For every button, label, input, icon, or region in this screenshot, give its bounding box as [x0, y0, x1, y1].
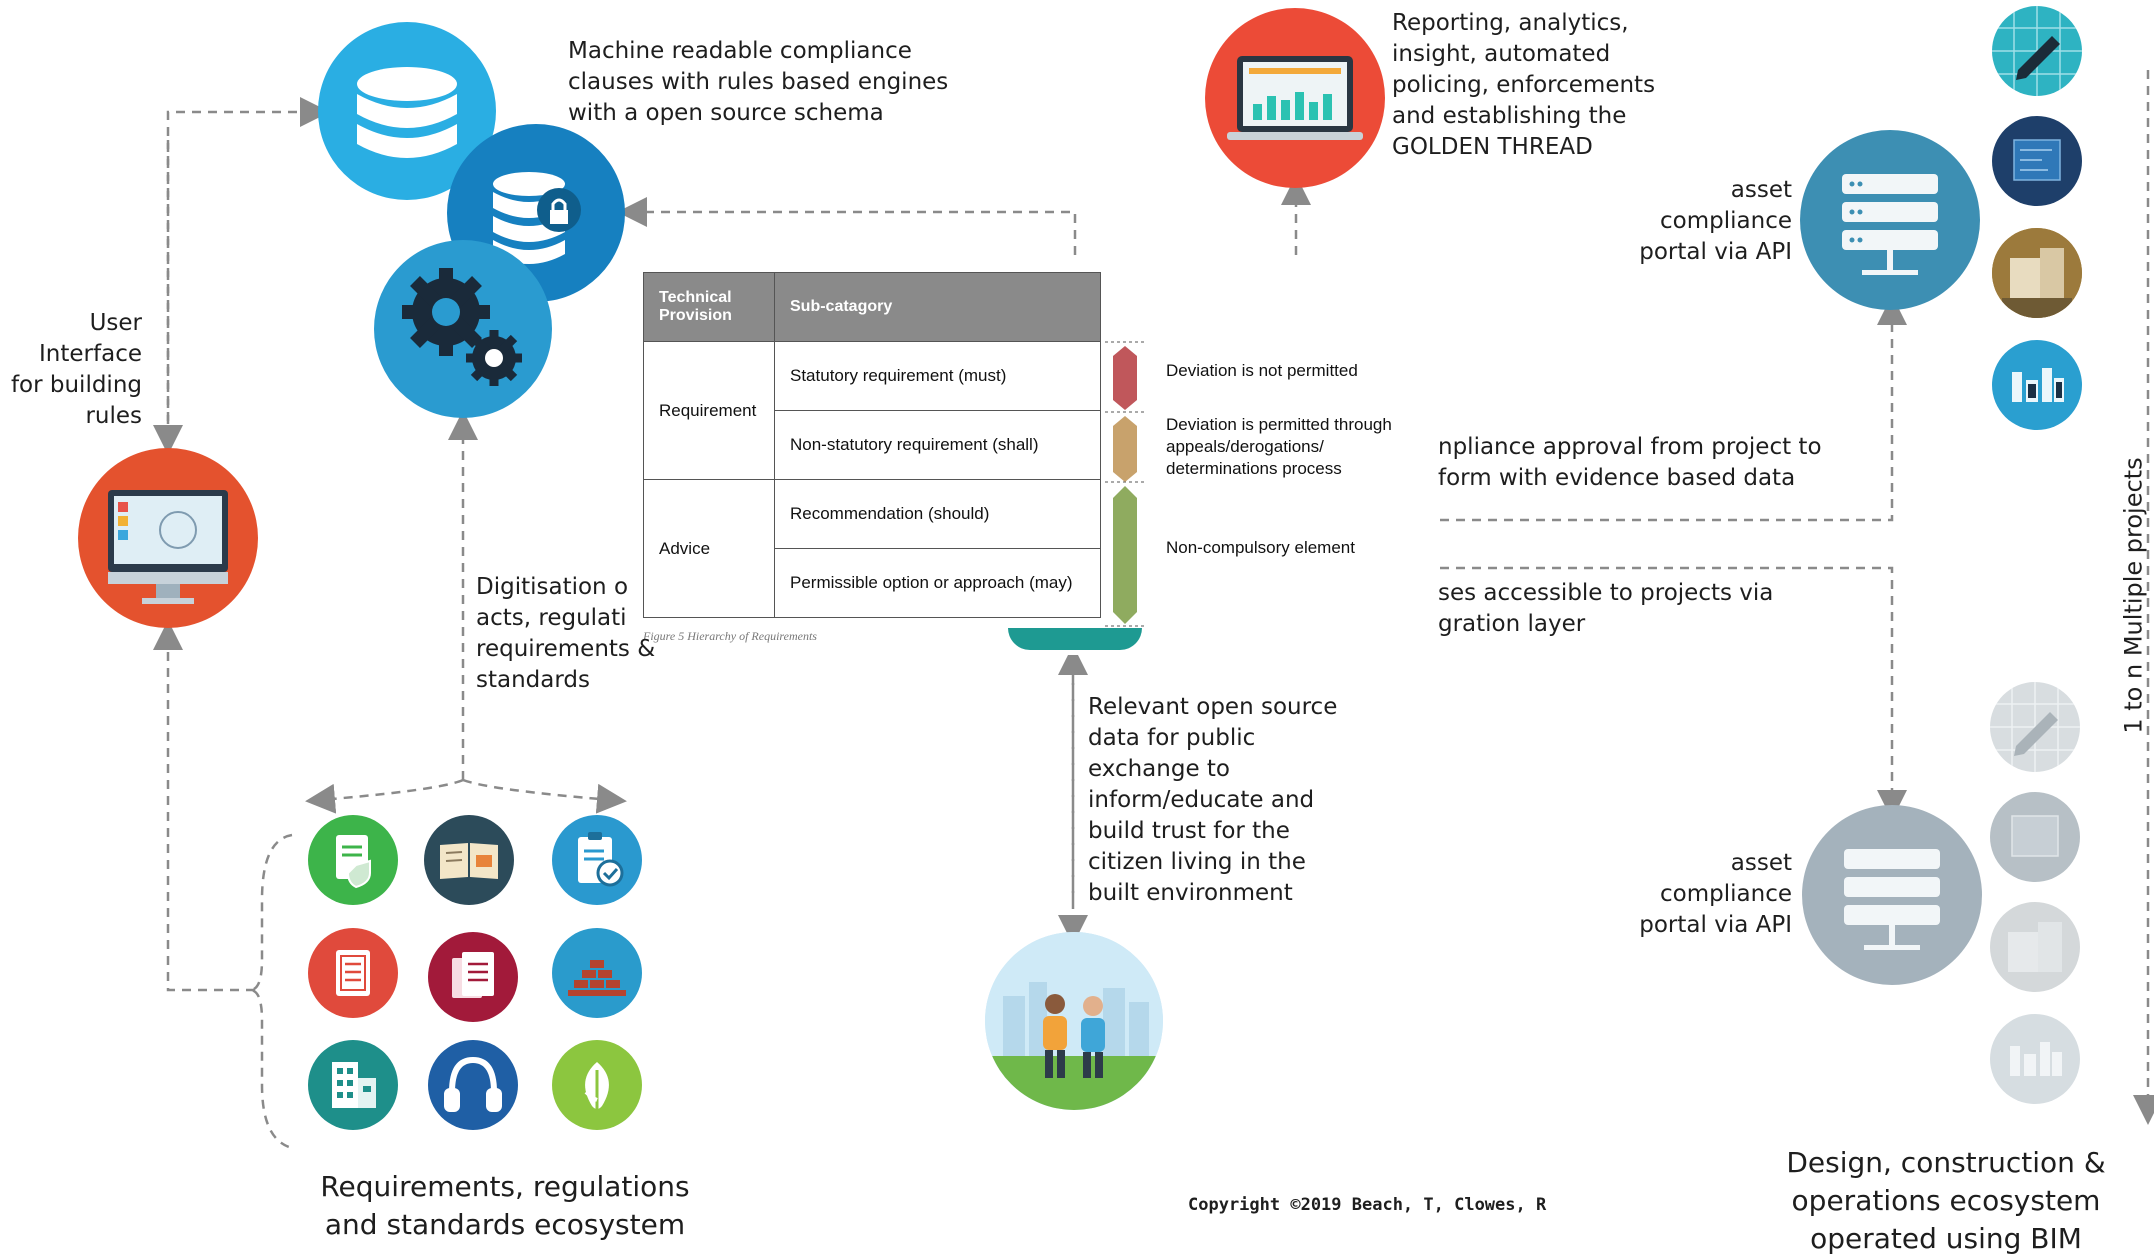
open-book-icon-circle	[424, 815, 514, 905]
header-technical-provision: Technical Provision	[643, 272, 775, 342]
table-row: Requirement Statutory requirement (must)	[643, 341, 1101, 480]
header-sub-category: Sub-catagory	[774, 272, 1101, 342]
requirements-hierarchy-table: Technical Provision Sub-catagory Require…	[643, 272, 1101, 618]
legend-not-permitted: Deviation is not permitted	[1166, 361, 1358, 380]
user-interface-text: User Interface for building rules	[10, 310, 142, 429]
monitor-circle	[78, 448, 258, 628]
document-shield-icon-circle	[308, 815, 398, 905]
city-circle	[1992, 340, 2082, 430]
legend-markers	[1105, 341, 1145, 627]
laptop-dashboard-icon	[1227, 56, 1363, 140]
people-icon	[985, 932, 1163, 1110]
clipboard-check-icon-circle	[552, 815, 642, 905]
pencil-grid-icon	[1990, 682, 2080, 772]
gears-circle	[374, 240, 552, 418]
ear-protection-icon-circle	[428, 1040, 518, 1130]
ear-protection-icon	[444, 1056, 502, 1112]
pencil-grid-icon	[1992, 6, 2082, 96]
table-header-row: Technical Provision Sub-catagory	[643, 272, 1101, 342]
approval-text: npliance approval from project to form w…	[1438, 434, 1822, 491]
faded-city-circle	[1990, 1014, 2080, 1104]
document-list-icon-circle	[308, 928, 398, 1018]
table-row: Non-statutory requirement (shall)	[644, 410, 1101, 480]
open-source-text: Relevant open source data for public exc…	[1088, 694, 1338, 906]
gears-icon	[402, 268, 522, 386]
row-statutory: Statutory requirement (must)	[774, 341, 1101, 411]
connector-approval	[1440, 295, 1907, 522]
city-icon	[2012, 368, 2064, 402]
people-circle	[985, 932, 1163, 1110]
open-book-icon	[440, 843, 498, 879]
table-row: Advice Recommendation (should)	[643, 479, 1101, 618]
table-caption: Figure 5 Hierarchy of Requirements	[643, 629, 817, 643]
bricks-icon-circle	[552, 928, 642, 1018]
row-recommendation: Recommendation (should)	[774, 479, 1101, 549]
ecosystem-left-text: Requirements, regulations and standards …	[320, 1170, 690, 1241]
monitor-icon	[108, 490, 228, 604]
building-icon	[332, 1062, 376, 1108]
blueprint-icon	[2011, 815, 2059, 857]
machine-readable-text: Machine readable compliance clauses with…	[568, 38, 949, 126]
legend-green-marker	[1113, 486, 1137, 624]
clipboard-check-icon	[578, 832, 624, 887]
connector-accessible	[1440, 566, 1907, 820]
reporting-text: Reporting, analytics, insight, automated…	[1392, 10, 1656, 160]
ecosystem-right-text: Design, construction & operations ecosys…	[1786, 1146, 2106, 1255]
asset-portal-bottom-text: asset compliance portal via API	[1639, 850, 1792, 938]
accessible-text: ses accessible to projects via gration l…	[1438, 580, 1774, 637]
group-advice: Advice	[643, 479, 775, 618]
document-list-icon	[336, 950, 370, 996]
reporting-circle	[1205, 8, 1385, 188]
copyright-text: Copyright ©2019 Beach, T, Clowes, R	[1188, 1195, 1547, 1215]
server-circle-top	[1800, 130, 1980, 310]
connector-split-left	[305, 778, 464, 814]
connector-ui-to-database	[166, 97, 330, 440]
legend-non-compulsory: Non-compulsory element	[1166, 538, 1355, 557]
leaf-icon-circle	[552, 1040, 642, 1130]
server-icon	[1844, 849, 1940, 950]
blueprint-circle	[1992, 116, 2082, 206]
connector-table-to-secure-db	[617, 197, 1077, 255]
multiple-projects-label: 1 to n Multiple projects	[2119, 457, 2148, 734]
legend-tan-marker	[1113, 416, 1137, 482]
hidden-circle-bottom	[1008, 628, 1142, 650]
server-circle-bottom	[1802, 805, 1982, 985]
bricks-icon	[568, 960, 626, 996]
building-icon-circle	[308, 1040, 398, 1130]
documents-icon-circle	[428, 932, 518, 1022]
asset-portal-top-text: asset compliance portal via API	[1639, 177, 1792, 265]
connector-split-right	[462, 778, 627, 814]
legend-red-marker	[1113, 346, 1137, 410]
connector-ecosystem-to-ui	[153, 620, 255, 992]
server-icon	[1842, 174, 1938, 275]
row-non-statutory: Non-statutory requirement (shall)	[774, 410, 1101, 480]
construction-site-icon	[1992, 228, 2082, 318]
database-icon	[357, 67, 457, 158]
city-icon	[2010, 1042, 2062, 1076]
faded-pencil-circle	[1990, 682, 2080, 772]
digitisation-text: Digitisation o acts, regulati requiremen…	[476, 574, 656, 693]
ecosystem-bracket	[249, 833, 293, 1150]
construction-circle	[1992, 228, 2082, 318]
blueprint-icon	[2013, 139, 2061, 181]
faded-blueprint-circle	[1990, 792, 2080, 882]
construction-site-icon	[2008, 922, 2062, 972]
blueprint-pencil-circle	[1992, 6, 2082, 96]
row-permissible: Permissible option or approach (may)	[774, 548, 1101, 618]
faded-construction-circle	[1990, 902, 2080, 992]
document-shield-icon	[336, 835, 371, 889]
documents-icon	[452, 952, 494, 998]
leaf-icon	[584, 1062, 609, 1112]
legend-permitted-appeals: Deviation is permitted through appeals/d…	[1166, 415, 1392, 478]
table-row: Permissible option or approach (may)	[644, 548, 1101, 618]
group-requirement: Requirement	[643, 341, 775, 480]
